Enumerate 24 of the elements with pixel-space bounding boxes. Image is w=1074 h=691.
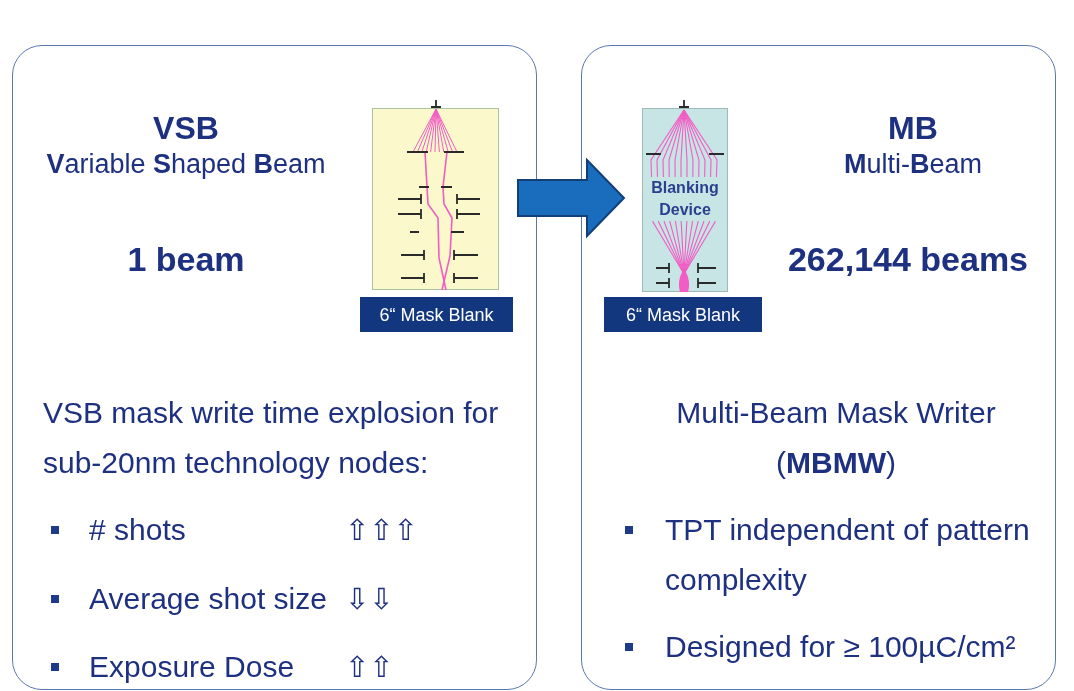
beam-count: 262,144 beams [786,239,1030,279]
trend-arrows: ⇩⇩ [345,581,395,618]
bar-label: 6“ Mask Blank [625,303,740,326]
panel-card [12,45,537,690]
device-label: Blanking Device [650,177,720,221]
panel-card [581,45,1056,690]
trend-arrows: ⇧⇧⇧ [345,512,419,549]
panel-subheading: Multi-Beam [842,148,983,181]
trend-arrows: ⇧⇧ [345,649,395,686]
description-text: VSB mask write time explosion for sub-20nm technology nodes: [43,395,500,481]
description-text: Multi-Beam Mask Writer (MBMW) [675,395,997,481]
bullet-text: Average shot size [89,581,328,617]
bullet-text: # shots [89,512,187,548]
beam-count: 1 beam [126,239,246,279]
bar-label: 6“ Mask Blank [379,303,494,326]
bullet-text: Exposure Dose [89,649,296,685]
mask-blank-bar [360,297,513,332]
mask-blank-bar [604,297,762,332]
panel-heading: VSB [152,109,220,147]
bullet-text: Designed for ≥ 100µC/cm² [665,629,1017,665]
panel-subheading: Variable Shaped Beam [45,148,327,181]
bullet-text: TPT independent of pattern complexity [665,512,1031,598]
panel-heading: MB [887,109,939,147]
block-arrow [517,157,626,239]
